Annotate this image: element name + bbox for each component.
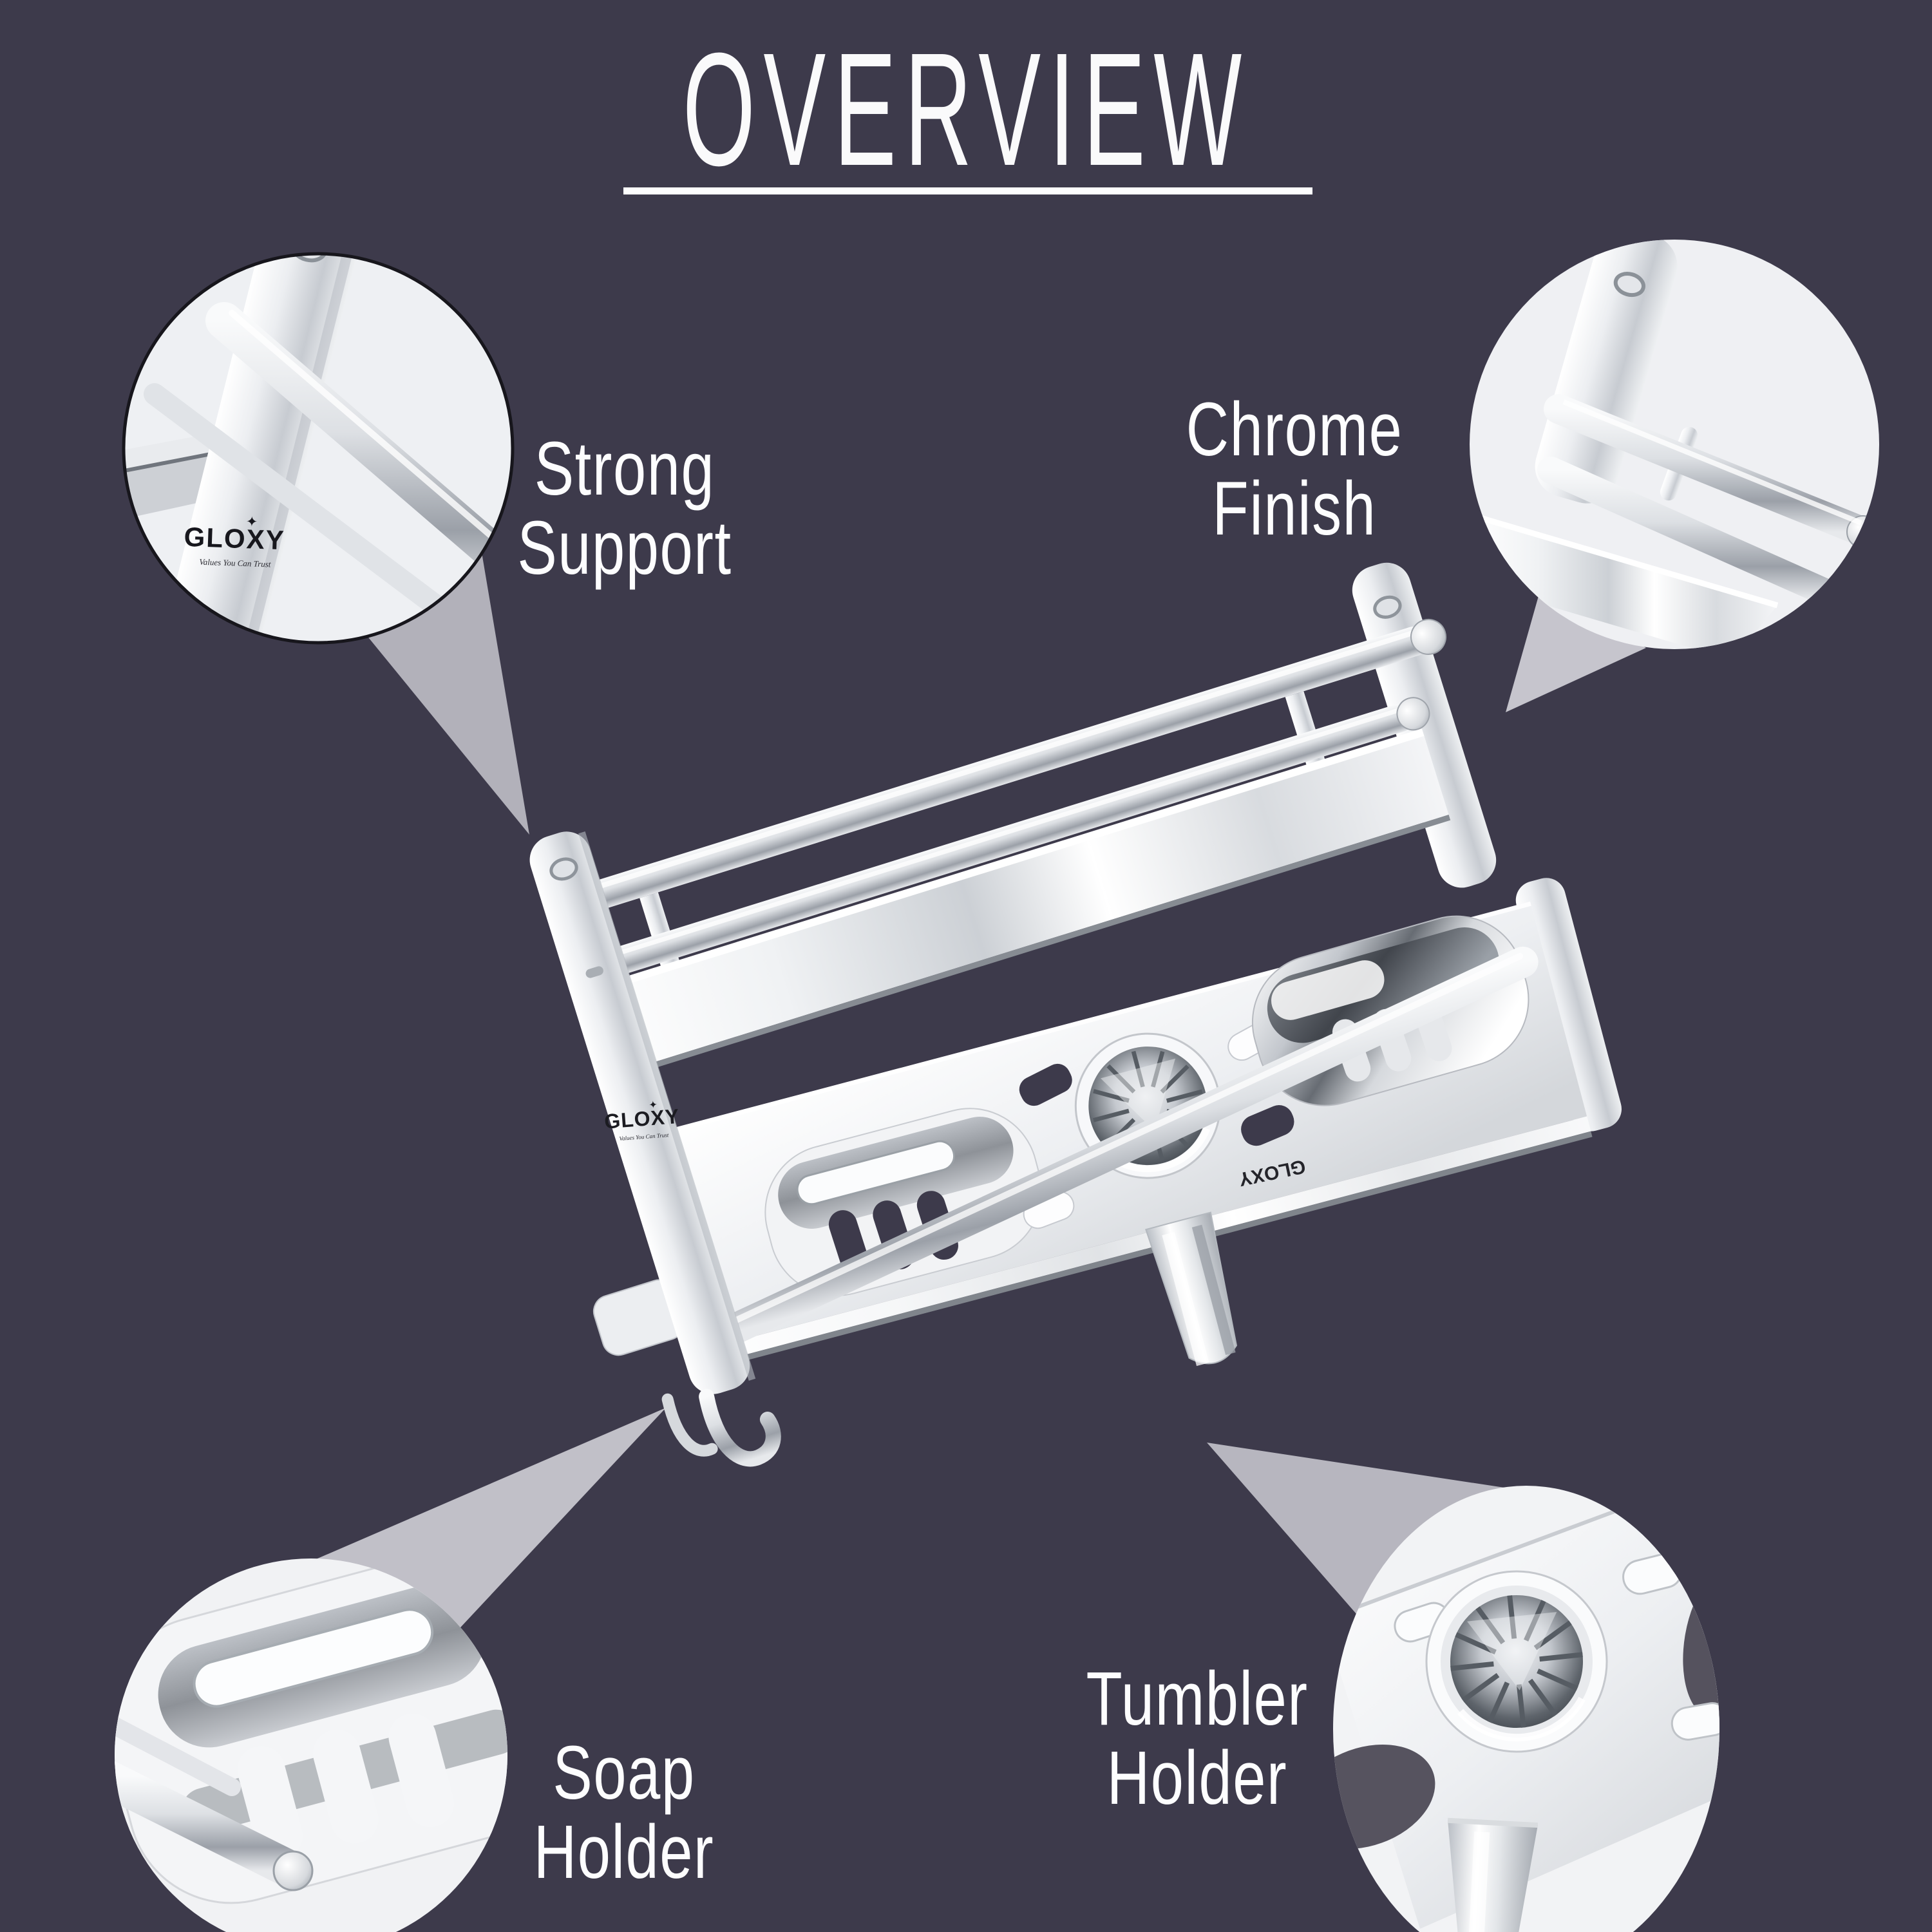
screw-hole	[1613, 272, 1645, 298]
label-line: Holder	[1106, 1736, 1288, 1821]
title-underline	[623, 187, 1312, 194]
brand-logo: GLOXY ✦ Values You Can Trust	[184, 513, 286, 569]
zoom-circle-soap-holder	[115, 1558, 507, 1932]
top-rail-upper	[548, 626, 1430, 922]
brand-tagline-text: Values You Can Trust	[199, 557, 271, 569]
brand-logo-star-icon: ✦	[245, 513, 258, 530]
screw-hole	[549, 857, 578, 881]
chrome-rail	[1537, 457, 1854, 612]
support-plate-right	[1515, 878, 1622, 1132]
label-soap-holder: Soap Holder	[534, 1734, 714, 1892]
label-line: Tumbler	[1086, 1656, 1309, 1741]
label-tumbler-holder: Tumbler Holder	[1086, 1660, 1308, 1818]
top-rail-lower	[581, 703, 1414, 983]
label-chrome-finish: Chrome Finish	[1186, 390, 1403, 549]
top-shelf-tier	[548, 618, 1451, 1083]
label-line: Holder	[533, 1810, 715, 1895]
zoom-circle-chrome-finish	[1470, 240, 1879, 649]
page-title: OVERVIEW	[0, 26, 1932, 200]
chrome-rail	[1544, 394, 1878, 547]
soap-dish-spoon-recess	[193, 1608, 434, 1708]
top-shelf-mirror	[583, 735, 1449, 1077]
zoom-circle-tumbler-holder	[1333, 1486, 1719, 1932]
wall-bracket-left: GLOXY ✦ Values You Can Trust	[529, 831, 781, 1467]
screw-hole	[1373, 595, 1402, 619]
label-line: Chrome	[1186, 387, 1403, 472]
label-line: Strong	[534, 426, 715, 511]
circle-outline	[122, 252, 515, 645]
zoom-circle-strong-support: GLOXY ✦ Values You Can Trust	[122, 252, 515, 645]
product-shelf: GLOXY	[529, 562, 1622, 1467]
robe-hook	[699, 1388, 781, 1467]
label-line: Soap	[553, 1730, 696, 1815]
rail-end-cap	[1410, 618, 1446, 655]
label-line: Support	[517, 506, 732, 591]
rail-end-cap	[1396, 697, 1430, 731]
tumbler-cup-closeup	[1447, 1817, 1539, 1932]
brand-logo-star-icon: ✦	[649, 1099, 658, 1111]
bottom-shelf-tier: GLOXY	[639, 878, 1622, 1372]
label-line: Finish	[1212, 466, 1377, 551]
bottom-guard-rail	[706, 946, 1539, 1350]
page-title-text: OVERVIEW	[682, 19, 1250, 199]
tumbler-hole-closeup	[1425, 1570, 1608, 1753]
beam-chrome-finish	[1506, 594, 1646, 712]
beam-tumbler-holder	[1207, 1443, 1547, 1624]
brand-logo-text: GLOXY	[184, 522, 286, 555]
brand-logo-text: GLOXY	[603, 1104, 680, 1133]
rail	[115, 1757, 312, 1889]
soap-dish-closeup	[115, 1558, 507, 1904]
label-strong-support: Strong Support	[517, 430, 732, 588]
